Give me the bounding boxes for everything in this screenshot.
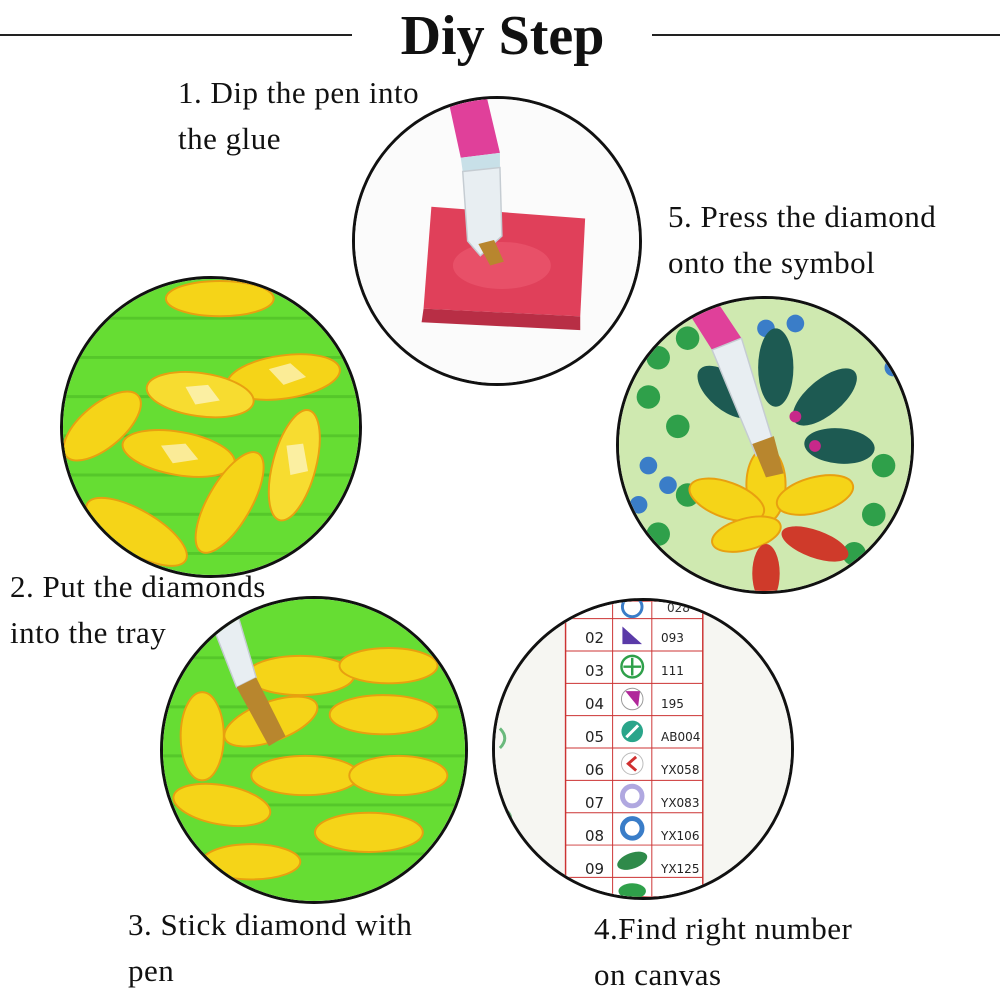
legend-row-code: YX125 [661, 862, 700, 876]
legend-row-number: 07 [585, 794, 605, 812]
legend-row-code: YX058 [661, 763, 700, 777]
legend-row-number: 02 [585, 629, 605, 647]
step3-stick-image [160, 596, 468, 904]
diamond-icons [172, 647, 449, 881]
yellow-petals [688, 446, 855, 553]
legend-row-code: 195 [661, 697, 684, 711]
pen-icon [448, 99, 504, 266]
step1-glue-image [352, 96, 642, 386]
legend-row-code: AB004 [661, 730, 701, 744]
step3-caption: 3. Stick diamond with pen [128, 907, 413, 988]
legend-row-number: 09 [585, 860, 605, 878]
legend-text-overlay: 028 02 093 03 111 04 195 05 AB004 06 YX058 07 YX083… [492, 598, 794, 900]
header-rule-right [652, 34, 1000, 36]
legend-top-partial: 028 [667, 601, 690, 615]
step2-caption: 2. Put the diamonds into the tray [10, 569, 266, 650]
legend-symbol-icons [617, 601, 648, 897]
press-illustration [619, 299, 911, 591]
step5-caption: 5. Press the diamond onto the symbol [668, 199, 937, 280]
stick-illustration [163, 599, 465, 901]
legend-row-number: 08 [585, 827, 605, 845]
step2-tray-image [60, 276, 362, 578]
diamond-icons [63, 279, 341, 567]
page-title: Diy Step [400, 5, 605, 67]
step4-canvas-image [492, 598, 794, 900]
legend-row-number: 04 [585, 695, 605, 713]
legend-row-code: YX083 [661, 796, 700, 810]
legend-row-code: 111 [661, 664, 684, 678]
legend-row-number: 06 [585, 761, 605, 779]
legend-row-code: 093 [661, 631, 684, 645]
step1-caption: 1. Dip the pen into the glue [178, 75, 420, 156]
legend-row-number: 05 [585, 728, 605, 746]
canvas-legend-illustration [495, 601, 791, 897]
legend-row-code: YX106 [661, 829, 700, 843]
legend-row-number: 03 [585, 662, 605, 680]
glue-illustration [355, 99, 639, 383]
step5-press-image [616, 296, 914, 594]
tray-illustration [63, 279, 359, 575]
header-rule-left [0, 34, 352, 36]
step4-caption: 4.Find right number on canvas [594, 911, 853, 992]
